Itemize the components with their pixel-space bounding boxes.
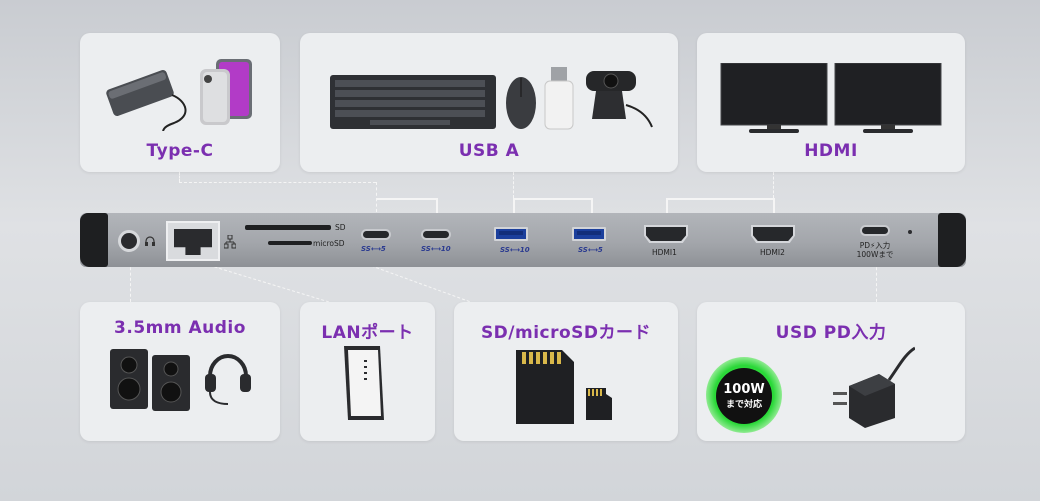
connector-typec-v [179, 172, 180, 182]
hdmi-label: HDMI [804, 141, 858, 161]
docking-station: SD microSD SS⟷5 SS⟷10 SS⟷10 SS⟷5 HDMI1 H… [80, 213, 966, 267]
hdmi-port-2 [753, 227, 793, 241]
sd-card: SD/microSDカード [454, 302, 678, 441]
headset-icon [205, 354, 251, 405]
connector-usba-l [513, 198, 515, 214]
usba-card: USB A [300, 33, 678, 172]
dock-right-bumper [938, 213, 966, 267]
sd-label: SD/microSDカード [480, 323, 652, 343]
pd-100w-badge: 100W まで対応 [716, 368, 772, 424]
connector-audio [130, 262, 131, 302]
usbc-port-1 [361, 229, 391, 240]
audio-label: 3.5mm Audio [114, 318, 246, 338]
sd-card-icon [516, 350, 574, 424]
status-led [908, 230, 912, 234]
pd-input-port [860, 225, 890, 236]
usba-port-2 [572, 227, 606, 241]
dock-left-bumper [80, 213, 108, 267]
microsd-card-icon [586, 388, 612, 420]
pd-badge-text: まで対応 [725, 400, 762, 410]
typec-label: Type-C [146, 141, 214, 161]
connector-pd [876, 262, 877, 302]
typec-card: Type-C [80, 33, 280, 172]
pd-input-sublabel: 100Wまで [856, 250, 894, 259]
usba-port-2-speed: SS⟷5 [578, 246, 603, 254]
lan-card: LANポート [300, 302, 435, 441]
hdmi-port-1 [646, 227, 686, 241]
keyboard-icon [330, 75, 496, 129]
usbc-port-2 [421, 229, 451, 240]
connector-hdmi-r [773, 198, 775, 214]
connector-hdmi-l [666, 198, 668, 214]
router-icon [344, 346, 384, 420]
hdmi-card: HDMI [697, 33, 965, 172]
microsd-slot-label: microSD [313, 239, 345, 248]
pd-input-label: PD⚡入力 [859, 241, 891, 250]
webcam-icon [586, 71, 653, 128]
audio-card: 3.5mm Audio [80, 302, 280, 441]
usb-drive-icon [544, 67, 574, 130]
connector-typec-d [376, 182, 377, 212]
connector-usba-h [513, 198, 591, 200]
tablet-phone-icon [200, 59, 252, 125]
connector-hdmi-h [666, 198, 774, 200]
ssd-drive-icon [106, 70, 187, 131]
connector-usbc-a [376, 198, 436, 200]
usbc-port-2-speed: SS⟷10 [421, 245, 451, 253]
speaker-icon [110, 349, 190, 411]
monitor-right-icon [834, 63, 942, 133]
usbc-port-1-speed: SS⟷5 [361, 245, 386, 253]
usba-label: USB A [458, 141, 520, 161]
microsd-slot [268, 241, 312, 245]
usba-port-1 [494, 227, 528, 241]
connector-usba-r [591, 198, 593, 214]
sd-slot [245, 225, 331, 230]
connector-usbc-b [436, 198, 438, 214]
headphone-icon [145, 236, 155, 246]
ac-adapter-icon [833, 346, 915, 428]
lan-label: LANポート [321, 323, 414, 343]
connector-lan [199, 262, 334, 304]
monitor-left-icon [720, 63, 828, 133]
audio-jack-port [118, 230, 140, 252]
connector-usba-v [513, 172, 514, 198]
usba-port-1-speed: SS⟷10 [500, 246, 530, 254]
connector-typec-h [179, 182, 376, 183]
network-icon [224, 235, 236, 249]
connector-hdmi-v [773, 172, 774, 198]
mouse-icon [506, 77, 536, 129]
pd-badge-watt: 100W [723, 382, 765, 397]
hdmi-port-2-label: HDMI2 [760, 248, 785, 257]
sd-slot-label: SD [335, 223, 346, 232]
hdmi-port-1-label: HDMI1 [652, 248, 677, 257]
pd-label: USD PD入力 [775, 323, 887, 343]
lan-port [166, 221, 220, 261]
